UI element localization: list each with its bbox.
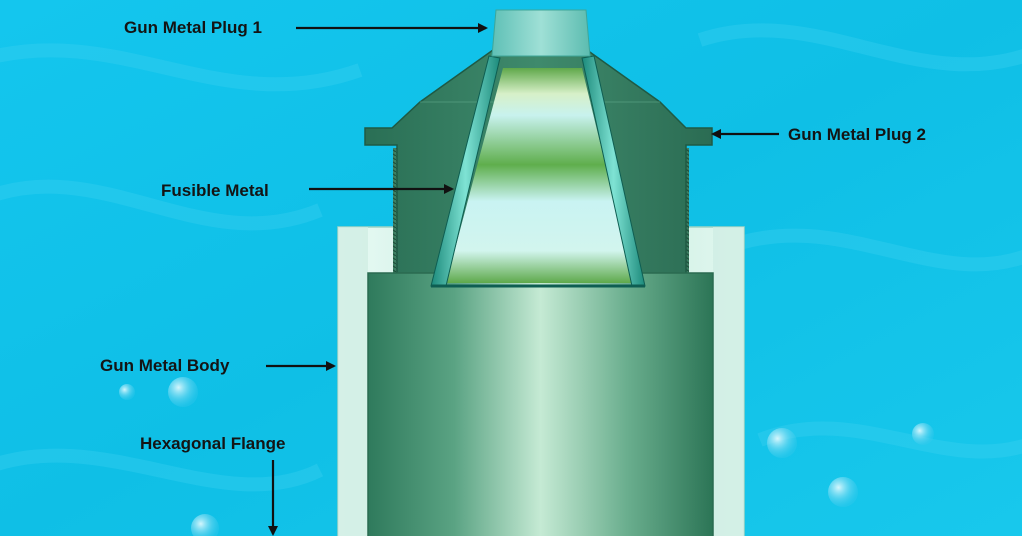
bubble: [767, 428, 797, 458]
gun-metal-plug-1: [491, 9, 591, 57]
bubble: [168, 377, 198, 407]
arrows: [266, 23, 779, 536]
bubble: [191, 514, 219, 536]
bubble: [912, 423, 934, 445]
hexagonal-flange-right: [713, 227, 744, 536]
bubble: [119, 384, 135, 400]
label-fusible-metal: Fusible Metal: [161, 181, 269, 200]
water-ripples: [0, 23, 1022, 492]
hexagonal-flange-left: [338, 227, 368, 536]
label-gun-metal-plug-1: Gun Metal Plug 1: [124, 18, 262, 37]
label-gun-metal-plug-2: Gun Metal Plug 2: [788, 125, 926, 144]
bubble: [828, 477, 858, 507]
label-gun-metal-body: Gun Metal Body: [100, 356, 230, 375]
fusible-metal: [446, 68, 634, 283]
label-hexagonal-flange: Hexagonal Flange: [140, 434, 286, 453]
gun-metal-body: [367, 272, 714, 536]
